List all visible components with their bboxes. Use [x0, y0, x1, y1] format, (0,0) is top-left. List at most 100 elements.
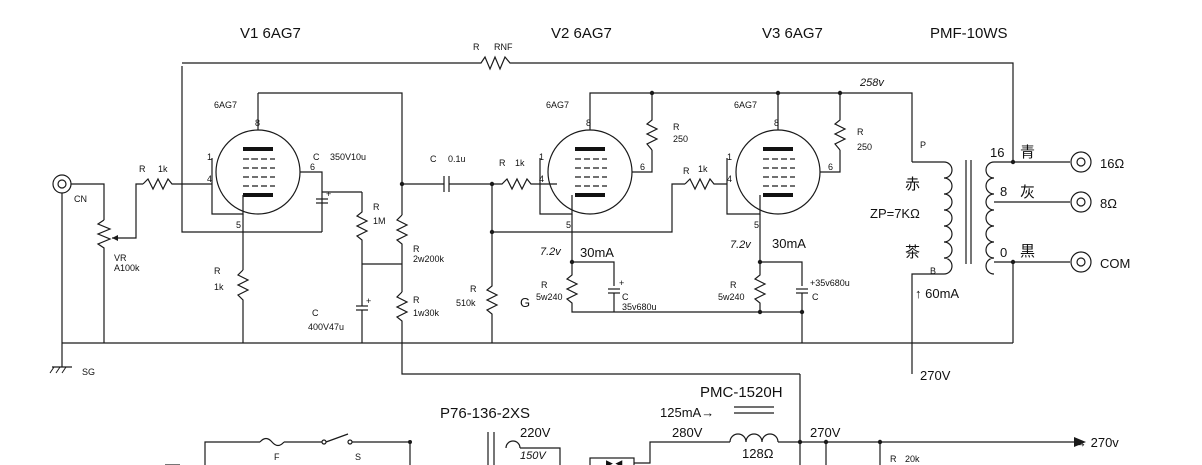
svg-text:5w240: 5w240: [536, 292, 563, 302]
svg-text:6AG7: 6AG7: [734, 100, 757, 110]
svg-text:20k: 20k: [905, 454, 920, 464]
svg-text:S: S: [355, 452, 361, 462]
svg-text:P76-136-2XS: P76-136-2XS: [440, 405, 530, 422]
coupling-capacitor-0-1u: C 0.1u: [399, 154, 492, 192]
svg-text:150V: 150V: [520, 450, 547, 462]
svg-text:5w240: 5w240: [718, 292, 745, 302]
svg-text:RNF: RNF: [494, 42, 513, 52]
svg-text:茶: 茶: [905, 243, 920, 261]
svg-text:4: 4: [727, 174, 732, 184]
fuse-symbol: [259, 437, 285, 447]
svg-text:PMC-1520H: PMC-1520H: [700, 384, 783, 401]
capacitor-c-350v10u: +: [316, 189, 331, 204]
svg-text:258v: 258v: [859, 77, 885, 89]
svg-text:R: R: [730, 280, 737, 290]
svg-text:250: 250: [857, 142, 872, 152]
tube-v1: 6AG7 8 1 4 5 6: [207, 93, 315, 270]
svg-text:510k: 510k: [456, 298, 476, 308]
svg-text:1: 1: [539, 152, 544, 162]
ground-sg: SG: [49, 343, 95, 377]
svg-text:COM: COM: [1100, 256, 1130, 271]
svg-text:C: C: [812, 292, 819, 302]
svg-text:R: R: [214, 266, 221, 276]
svg-text:1w30k: 1w30k: [413, 308, 440, 318]
svg-text:↑ 60mA: ↑ 60mA: [915, 286, 959, 301]
grid-resistor-v1: R 1k: [139, 164, 212, 191]
svg-text:R: R: [499, 158, 506, 168]
svg-text:P: P: [920, 140, 926, 150]
cathode-network-v2: 7.2v 30mA + R 5w240 G C 35v680u: [520, 245, 802, 313]
svg-text:270V: 270V: [920, 368, 951, 383]
tube-v2: 6AG7 8 1 4 5 6: [539, 92, 913, 262]
svg-text:0.1u: 0.1u: [448, 154, 466, 164]
v1-screen-wiring: C 350V10u: [258, 92, 403, 232]
output-terminal-16ohm: 16Ω: [1070, 151, 1124, 173]
svg-text:灰: 灰: [1020, 183, 1035, 201]
svg-text:G: G: [520, 295, 530, 310]
grid-resistor-v3: R 1k: [683, 164, 727, 191]
grid-resistor-v2: R 1k: [489, 158, 557, 191]
svg-text:280V: 280V: [672, 425, 703, 440]
switch-symbol: [325, 433, 349, 443]
svg-text:+35v680u: +35v680u: [810, 278, 850, 288]
svg-text:8: 8: [586, 118, 591, 128]
svg-text:250: 250: [673, 134, 688, 144]
svg-text:C: C: [312, 308, 319, 318]
svg-text:R: R: [890, 454, 897, 464]
input-connector-cn: CN: [52, 174, 105, 343]
svg-text:R: R: [139, 164, 146, 174]
svg-text:8: 8: [1000, 184, 1007, 199]
svg-text:+: +: [326, 189, 331, 199]
svg-text:270V: 270V: [810, 425, 841, 440]
svg-text:R: R: [470, 284, 477, 294]
output-transformer: P B 赤 茶 ZP=7KΩ ↑ 60mA 270V 16 8 0 青 灰 黒: [870, 140, 1070, 383]
svg-text:0: 0: [1000, 245, 1007, 260]
svg-text:R: R: [673, 122, 680, 132]
svg-text:30mA: 30mA: [772, 236, 806, 251]
nfb-resistor-rnf: R RNF: [181, 42, 1014, 233]
svg-text:R: R: [683, 166, 690, 176]
svg-text:R: R: [413, 295, 420, 305]
svg-text:R: R: [541, 280, 548, 290]
choke-coil: [729, 433, 779, 443]
svg-text:C: C: [622, 292, 629, 302]
svg-text:1: 1: [727, 152, 732, 162]
svg-text:ZP=7KΩ: ZP=7KΩ: [870, 206, 920, 221]
svg-text:400V47u: 400V47u: [308, 322, 344, 332]
svg-text:125mA→: 125mA→: [660, 405, 714, 420]
plate-resistor-2w200k: R 2w200k: [395, 214, 445, 292]
svg-text:▶ ◀: ▶ ◀: [606, 458, 622, 465]
svg-text:1k: 1k: [698, 164, 708, 174]
svg-text:30mA: 30mA: [580, 245, 614, 260]
svg-text:黒: 黒: [1020, 242, 1035, 260]
svg-text:6AG7: 6AG7: [214, 100, 237, 110]
output-arrow-icon: [1074, 437, 1086, 447]
plate-resistor-1m: R 1M: [322, 191, 386, 264]
svg-text:R: R: [373, 202, 380, 212]
tube-v3: 6AG7 8 1 4 5 6: [726, 90, 841, 262]
v3-title: V3 6AG7: [762, 25, 823, 42]
svg-text:6: 6: [640, 162, 645, 172]
svg-text:CN: CN: [74, 194, 87, 204]
svg-text:7.2v: 7.2v: [540, 246, 562, 258]
svg-text:F: F: [274, 452, 280, 462]
screen-resistor-v3-250: R 250 258v: [833, 77, 885, 152]
svg-text:1M: 1M: [373, 216, 386, 226]
svg-text:6: 6: [310, 162, 315, 172]
svg-text:A100k: A100k: [114, 263, 140, 273]
svg-text:5: 5: [236, 220, 241, 230]
svg-text:220V: 220V: [520, 425, 551, 440]
screen-resistor-v2-250: R 250: [645, 90, 688, 151]
svg-text:5: 5: [566, 220, 571, 230]
svg-text:+: +: [619, 278, 624, 288]
svg-text:青: 青: [1020, 143, 1035, 161]
svg-text:R: R: [413, 244, 420, 254]
svg-text:1k: 1k: [515, 158, 525, 168]
svg-text:→ 270v: → 270v: [1074, 435, 1119, 450]
cathode-network-v3: 7.2v 30mA R 5w240 +35v680u C: [718, 236, 850, 343]
svg-text:赤: 赤: [905, 175, 920, 193]
svg-text:16: 16: [990, 145, 1004, 160]
decoupling-resistor-1w30k: R 1w30k: [395, 291, 800, 375]
